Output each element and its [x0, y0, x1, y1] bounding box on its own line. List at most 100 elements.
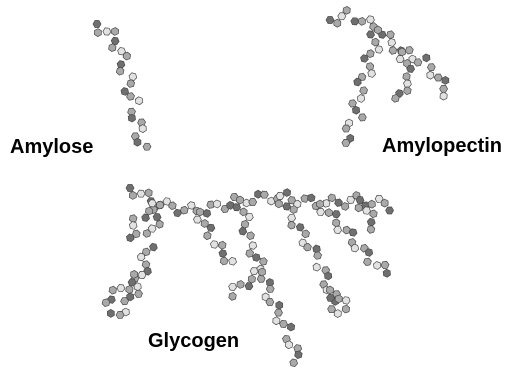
- glycogen-glucose-ring: [287, 213, 296, 222]
- glycogen-glucose-ring: [272, 316, 281, 326]
- glycogen-glucose-ring: [248, 198, 258, 206]
- amylopectin-glucose-ring: [341, 124, 351, 133]
- amylopectin-glucose-ring: [422, 53, 431, 63]
- amylose-glucose-ring: [94, 28, 102, 38]
- glycogen-glucose-ring: [232, 203, 241, 212]
- amylose-glucose-ring: [117, 47, 126, 56]
- glycogen-glucose-ring: [301, 229, 310, 239]
- glycogen-glucose-ring: [326, 285, 334, 295]
- glycogen-glucose-ring: [200, 219, 209, 228]
- amylose-glucose-ring: [126, 79, 136, 88]
- glycogen-glucose-ring: [348, 228, 358, 237]
- glycogen-glucose-ring: [136, 252, 146, 262]
- glycogen-glucose-ring: [206, 223, 216, 232]
- amylopectin-glucose-ring: [360, 54, 369, 63]
- glycogen-glucose-ring: [341, 296, 351, 305]
- glycogen-glucose-ring: [259, 257, 268, 266]
- glycogen-glucose-ring: [249, 267, 259, 276]
- amylose-label: Amylose: [10, 136, 94, 158]
- amylopectin-glucose-ring: [348, 99, 357, 108]
- glycogen-glucose-ring: [125, 184, 135, 192]
- glycogen-glucose-ring: [168, 201, 177, 210]
- amylopectin-glucose-ring: [398, 47, 406, 57]
- glycogen-glucose-ring: [380, 260, 390, 270]
- amylopectin-glucose-ring: [357, 72, 367, 82]
- glycogen-glucose-ring: [128, 214, 138, 223]
- amylose-glucose-ring: [127, 113, 136, 123]
- glycogen-glucose-ring: [152, 213, 162, 222]
- glycogen-glucose-ring: [282, 188, 292, 197]
- glycogen-glucose-ring: [127, 278, 137, 287]
- glycogen-glucose-ring: [126, 292, 135, 302]
- glycogen-glucose-ring: [240, 220, 250, 229]
- glycogen-glucose-ring: [145, 206, 154, 216]
- glycogen-glucose-ring: [324, 271, 333, 281]
- amylopectin-glucose-ring: [337, 12, 347, 21]
- amylopectin-glucose-ring: [395, 55, 405, 63]
- amylopectin-glucose-ring: [371, 37, 380, 47]
- glycogen-glucose-ring: [346, 195, 356, 204]
- glycogen-glucose-ring: [212, 199, 222, 209]
- glycogen-glucose-ring: [282, 202, 292, 211]
- glycogen-glucose-ring: [284, 340, 294, 350]
- amylopectin-glucose-ring: [366, 15, 375, 24]
- glycogen-glucose-ring: [274, 199, 283, 209]
- amylopectin-glucose-ring: [439, 91, 448, 101]
- glycogen-glucose-ring: [294, 350, 303, 359]
- amylopectin-glucose-ring: [403, 86, 412, 95]
- amylopectin-glucose-ring: [374, 45, 384, 54]
- amylose-glucose-ring: [138, 124, 147, 134]
- glycogen-glucose-ring: [120, 297, 130, 306]
- amylopectin-chain: [325, 5, 450, 147]
- glycogen-glucose-ring: [133, 282, 142, 292]
- glycogen-glucose-ring: [380, 198, 389, 208]
- glycogen-glucose-ring: [219, 256, 229, 266]
- glycogen-glucose-ring: [196, 207, 204, 217]
- glycogen-glucose-ring: [382, 268, 391, 278]
- amylopectin-glucose-ring: [342, 5, 351, 15]
- amylopectin-glucose-ring: [359, 86, 368, 95]
- glycogen-glucose-ring: [155, 200, 165, 210]
- glycogen-glucose-ring: [275, 300, 284, 310]
- amylopectin-glucose-ring: [433, 73, 443, 82]
- glycogen-glucose-ring: [248, 241, 258, 250]
- amylose-glucose-ring: [110, 36, 120, 45]
- glycogen-glucose-ring: [350, 243, 360, 253]
- glycogen-glucose-ring: [210, 240, 219, 249]
- amylopectin-glucose-ring: [350, 17, 360, 26]
- amylose-chain: [92, 20, 152, 151]
- glycogen-glucose-ring: [144, 188, 153, 198]
- amylopectin-glucose-ring: [374, 25, 382, 35]
- amylopectin-glucose-ring: [403, 79, 412, 88]
- glycogen-glucose-ring: [187, 201, 196, 210]
- glycogen-glucose-ring: [137, 271, 147, 279]
- glycogen-glucose-ring: [286, 322, 296, 332]
- glycogen-glucose-ring: [142, 229, 151, 238]
- glycogen-glucose-ring: [141, 260, 151, 269]
- amylose-glucose-ring: [111, 27, 120, 36]
- glycogen-glucose-ring: [300, 194, 310, 203]
- amylose-glucose-ring: [134, 96, 144, 106]
- amylopectin-glucose-ring: [353, 77, 362, 87]
- glycogen-glucose-ring: [312, 262, 321, 272]
- glycogen-glucose-ring: [228, 257, 237, 266]
- glycogen-glucose-ring: [258, 267, 266, 277]
- amylopectin-glucose-ring: [341, 139, 351, 147]
- amylose-glucose-ring: [102, 27, 112, 36]
- amylose-glucose-ring: [120, 87, 129, 96]
- glycogen-glucose-ring: [334, 198, 343, 207]
- glycogen-glucose-ring: [267, 196, 276, 206]
- glycogen-chain: [101, 184, 395, 367]
- glycogen-glucose-ring: [218, 249, 228, 258]
- glycogen-glucose-ring: [149, 242, 158, 252]
- amylopectin-glucose-ring: [405, 46, 414, 55]
- glycogen-glucose-ring: [333, 225, 342, 235]
- amylose-glucose-ring: [92, 20, 102, 28]
- glycogen-glucose-ring: [369, 209, 378, 219]
- glycogen-glucose-ring: [259, 190, 269, 199]
- glycogen-glucose-ring: [155, 219, 164, 229]
- glycogen-glucose-ring: [327, 193, 337, 203]
- glycogen-glucose-ring: [115, 311, 125, 319]
